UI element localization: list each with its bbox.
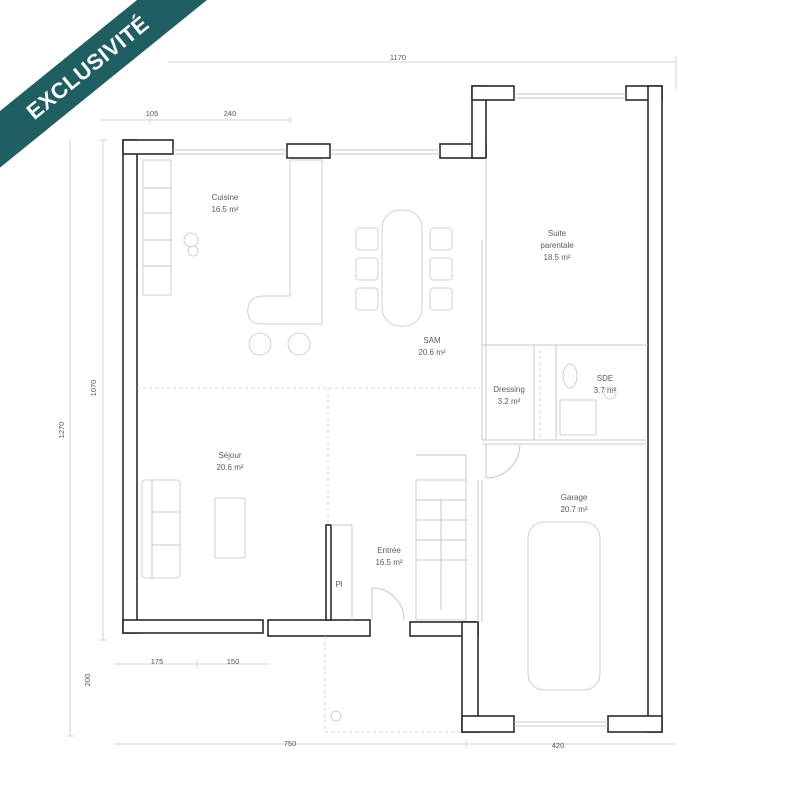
room-area-sde: 3.7 m² (594, 386, 617, 395)
dim-bottom-b: 150 (227, 657, 240, 666)
room-area-suite: 18.5 m² (543, 253, 570, 262)
dimension-lines (66, 56, 677, 748)
room-area-sejour: 20.6 m² (216, 463, 243, 472)
dim-top-total: 1170 (390, 53, 406, 62)
room-area-sam: 20.6 m² (418, 348, 445, 357)
dim-porch: 200 (83, 674, 92, 687)
room-name-suite-2: parentale (540, 241, 574, 250)
room-name-entree: Entrée (377, 546, 401, 555)
room-name-placard: Pl (335, 580, 342, 589)
dim-bottom-a: 175 (151, 657, 164, 666)
room-name-dressing: Dressing (493, 385, 525, 394)
outer-walls (122, 85, 663, 733)
dimension-labels: 1170 105 240 1070 1270 175 150 200 750 4… (57, 53, 564, 750)
furniture (141, 159, 617, 722)
dim-top-left-b: 240 (224, 109, 237, 118)
room-name-cuisine: Cuisine (212, 193, 239, 202)
room-labels: Cuisine 16.5 m² SAM 20.6 m² Suite parent… (211, 193, 616, 589)
room-area-dressing: 3.2 m² (498, 397, 521, 406)
room-area-cuisine: 16.5 m² (211, 205, 238, 214)
dim-top-left-a: 105 (146, 109, 159, 118)
room-area-garage: 20.7 m² (560, 505, 587, 514)
interior-partitions (137, 344, 648, 733)
room-name-garage: Garage (561, 493, 588, 502)
room-name-suite: Suite (548, 229, 567, 238)
room-name-sejour: Séjour (218, 451, 241, 460)
room-name-sam: SAM (423, 336, 441, 345)
room-area-entree: 16.5 m² (375, 558, 402, 567)
dim-left-inner: 1070 (89, 380, 98, 397)
dim-left-outer: 1270 (57, 422, 66, 439)
room-name-sde: SDE (597, 374, 613, 383)
dim-bottom-left: 750 (284, 739, 297, 748)
dim-bottom-right: 420 (552, 741, 565, 750)
